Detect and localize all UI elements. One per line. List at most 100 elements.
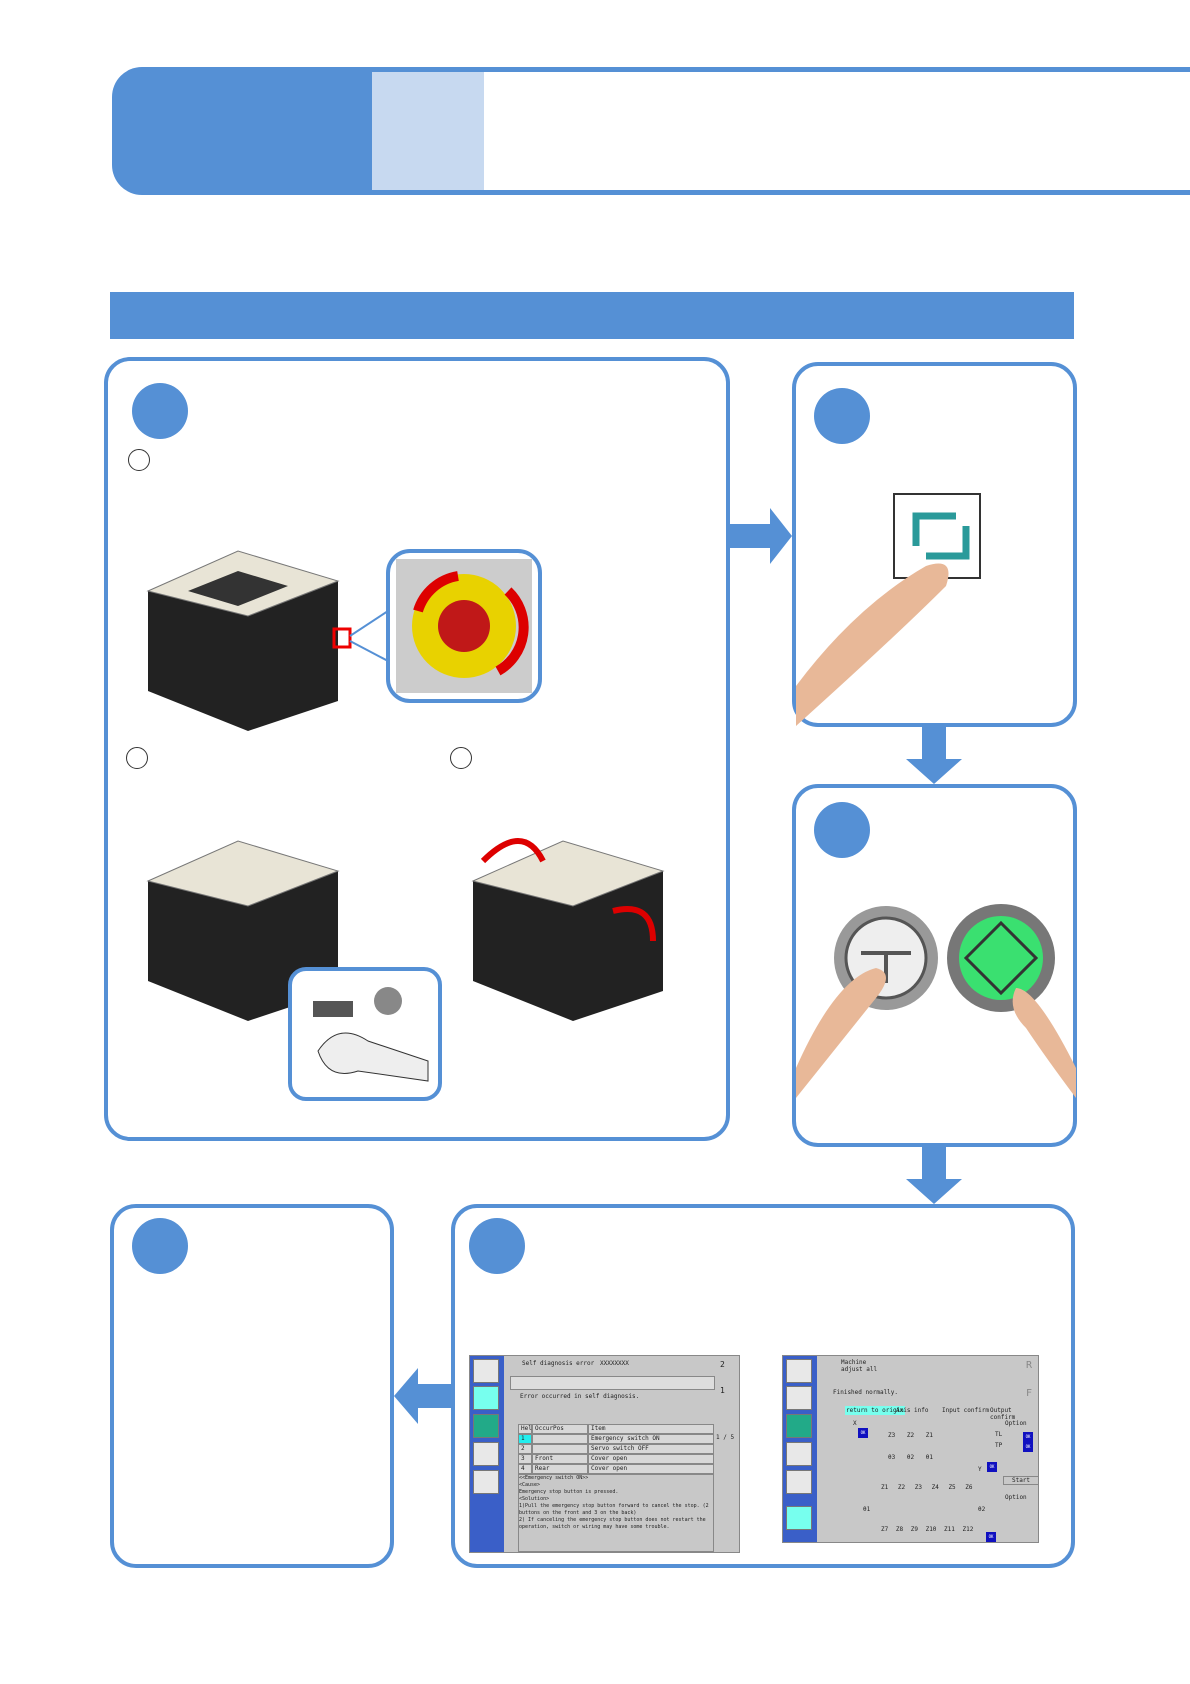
step-1-panel — [104, 357, 730, 1141]
step-number — [814, 802, 870, 858]
finger-press-reset-icon — [796, 493, 981, 726]
table-row[interactable]: 3 — [518, 1454, 532, 1464]
screen-sidebar — [470, 1356, 504, 1552]
table-row[interactable]: 4 — [518, 1464, 532, 1474]
z-label: Z7 — [881, 1526, 889, 1533]
sub-step-marker — [126, 747, 148, 769]
screen-sidebar — [783, 1356, 817, 1542]
section-band — [110, 292, 1074, 339]
alarm-icon[interactable] — [473, 1470, 499, 1494]
z-label: Z1 — [881, 1484, 889, 1491]
chart-icon[interactable] — [786, 1442, 812, 1466]
screen-title: Machine adjust all — [841, 1359, 878, 1373]
detail-line: operation, switch or wiring may have som… — [519, 1524, 670, 1530]
details-box: <<Emergency switch ON>> <Cause> Emergenc… — [518, 1474, 714, 1552]
z-label: Z1 — [925, 1432, 933, 1439]
option-label: Option — [1005, 1420, 1027, 1427]
table-cell — [532, 1434, 588, 1444]
machine-covers-open-illustration — [471, 838, 665, 1021]
z-label: Z11 — [944, 1526, 955, 1533]
alarm-icon[interactable] — [786, 1470, 812, 1494]
step-3-panel — [792, 784, 1077, 1147]
arrow-right-icon — [730, 508, 792, 564]
detail-line: <Solution> — [519, 1496, 550, 1502]
ok-indicator: OK — [987, 1462, 997, 1472]
adjust-icon[interactable] — [786, 1506, 812, 1530]
detail-line: Emergency stop button is pressed. — [519, 1489, 619, 1495]
z-label: Z2 — [906, 1432, 915, 1439]
detail-line: <Cause> — [519, 1482, 541, 1488]
step-number — [814, 388, 870, 444]
step-number — [132, 383, 188, 439]
home-icon[interactable] — [473, 1359, 499, 1383]
reset-icon[interactable] — [786, 1386, 812, 1410]
z-label: Z5 — [948, 1484, 956, 1491]
machine-adjust-screen: Machine adjust all R F Finished normally… — [782, 1355, 1039, 1543]
screen-title: Self diagnosis error — [522, 1360, 595, 1367]
step-number — [132, 1218, 188, 1274]
z-label: Z4 — [931, 1484, 939, 1491]
machine-emergency-stop-illustration — [146, 549, 542, 731]
tab-axis-info[interactable]: Axis info — [896, 1407, 929, 1414]
option-label: Option — [1005, 1494, 1027, 1501]
sub-step-marker — [450, 747, 472, 769]
z-label: Z8 — [895, 1526, 904, 1533]
table-cell: Rear — [532, 1464, 588, 1474]
step-5-panel — [110, 1204, 394, 1568]
y-axis-label: Y — [978, 1466, 982, 1473]
screen-toolbar — [510, 1376, 715, 1390]
board-icon[interactable] — [786, 1414, 812, 1438]
file-name: XXXXXXXX — [600, 1360, 629, 1367]
table-1-button[interactable]: 1 — [720, 1386, 725, 1395]
table-cell: Emergency switch ON — [588, 1434, 714, 1444]
column-header: OccurPos — [532, 1424, 588, 1434]
tab-output-confirm[interactable]: Output confirm — [990, 1407, 1016, 1421]
z-label: Z9 — [910, 1526, 918, 1533]
table-cell — [532, 1444, 588, 1454]
ok-indicator: OK — [986, 1532, 996, 1542]
ok-indicator: OK — [1023, 1442, 1033, 1452]
detail-line: 1)Pull the emergency stop button forward… — [519, 1503, 709, 1509]
start-button[interactable]: Start — [1003, 1476, 1038, 1485]
theta-label: θ1 — [925, 1454, 933, 1461]
header-title-area — [484, 67, 1190, 195]
chart-icon[interactable] — [473, 1442, 499, 1466]
detail-line: buttons on the front and 3 on the back) — [519, 1510, 637, 1516]
arrow-down-icon — [906, 1147, 962, 1204]
theta-label: θ1 — [863, 1506, 871, 1513]
reset-icon[interactable] — [473, 1386, 499, 1410]
theta-label: θ2 — [906, 1454, 915, 1461]
status-message: Error occurred in self diagnosis. — [520, 1393, 640, 1400]
column-header: Help — [518, 1424, 535, 1434]
z-label: Z2 — [897, 1484, 906, 1491]
table-cell: Front — [532, 1454, 588, 1464]
z-label: Z3 — [888, 1432, 896, 1439]
header-accent — [372, 67, 484, 195]
column-header: Item — [588, 1424, 714, 1434]
front-table-button[interactable]: F — [1026, 1388, 1033, 1399]
tab-input-confirm[interactable]: Input confirm — [942, 1407, 989, 1414]
table-cell: Cover open — [588, 1454, 714, 1464]
tl-label: TL — [995, 1431, 1003, 1438]
z-label: Z3 — [914, 1484, 922, 1491]
table-2-button[interactable]: 2 — [720, 1360, 725, 1369]
step-number — [469, 1218, 525, 1274]
z-label: Z12 — [962, 1526, 974, 1533]
table-row[interactable]: 1 — [518, 1434, 532, 1444]
table-cell: Servo switch OFF — [588, 1444, 714, 1454]
step-2-panel — [792, 362, 1077, 727]
board-icon[interactable] — [473, 1414, 499, 1438]
detail-line: <<Emergency switch ON>> — [519, 1475, 589, 1481]
z-label: Z10 — [925, 1526, 937, 1533]
stop-start-buttons-illustration — [796, 904, 1076, 1098]
header-block — [112, 67, 374, 195]
rear-table-button[interactable]: R — [1026, 1360, 1033, 1371]
table-row[interactable]: 2 — [518, 1444, 532, 1454]
status-message: Finished normally. — [833, 1389, 899, 1396]
home-icon[interactable] — [786, 1359, 812, 1383]
arrow-down-icon — [906, 727, 962, 784]
tp-label: TP — [995, 1442, 1003, 1449]
tab-return-to-origin[interactable]: return to origin — [845, 1406, 905, 1415]
detail-line: 2) If canceling the emergency stop butto… — [519, 1517, 706, 1523]
ok-indicator: OK — [858, 1428, 868, 1438]
